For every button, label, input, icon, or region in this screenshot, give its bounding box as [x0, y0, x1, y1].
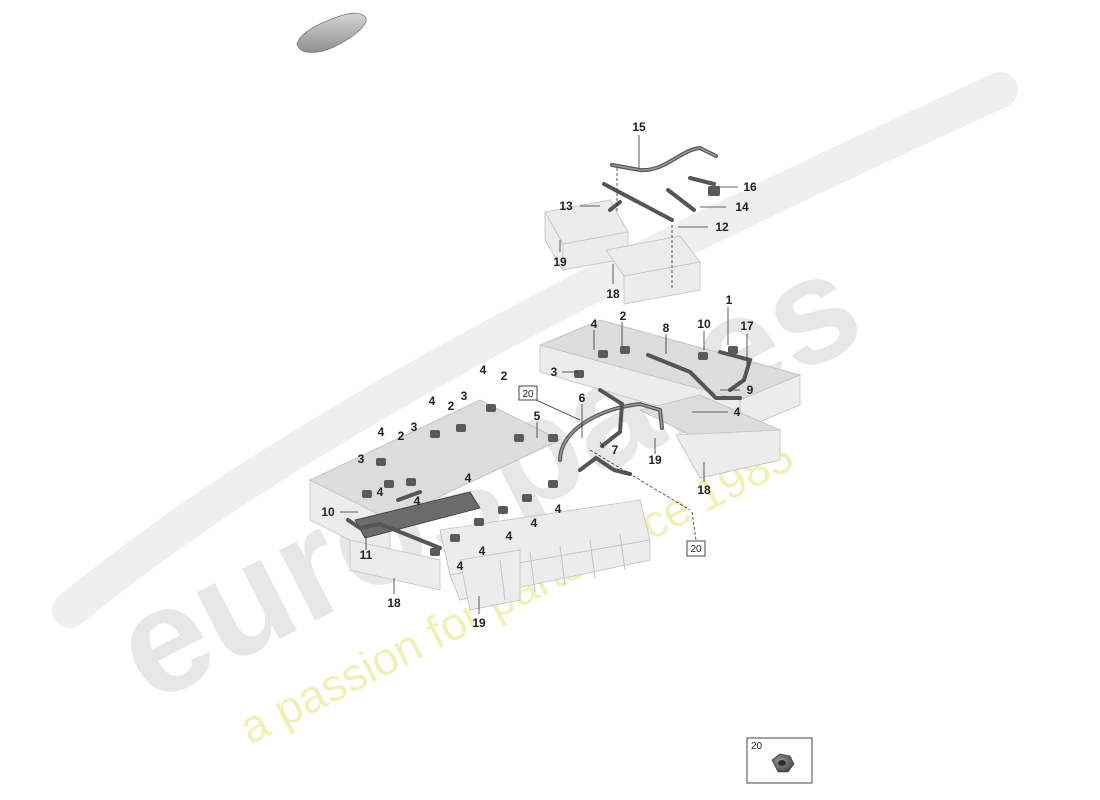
- callout-19: 19: [648, 453, 662, 467]
- callout-2: 2: [620, 309, 627, 323]
- detail-box-20: 20: [746, 737, 813, 784]
- boxed-callout-20: 20: [690, 544, 702, 555]
- callout-3: 3: [461, 389, 468, 403]
- callout-4: 4: [377, 485, 384, 499]
- callout-18: 18: [606, 287, 620, 301]
- callout-19: 19: [472, 616, 486, 630]
- callout-4: 4: [480, 363, 487, 377]
- callout-2: 2: [398, 429, 405, 443]
- callout-18: 18: [697, 483, 711, 497]
- callout-4: 4: [414, 494, 421, 508]
- callout-4: 4: [734, 405, 741, 419]
- callout-8: 8: [663, 321, 670, 335]
- callout-9: 9: [747, 383, 754, 397]
- callout-4: 4: [429, 394, 436, 408]
- vehicle-silhouette-icon: [296, 12, 367, 53]
- callout-7: 7: [612, 443, 619, 457]
- callout-17: 17: [740, 319, 754, 333]
- callout-11: 11: [360, 548, 373, 562]
- callout-14: 14: [735, 200, 749, 214]
- detail-box-label: 20: [751, 741, 763, 752]
- callout-3: 3: [551, 365, 558, 379]
- callout-4: 4: [555, 502, 562, 516]
- callout-4: 4: [591, 317, 598, 331]
- callout-3: 3: [358, 452, 365, 466]
- leader-lines: [340, 135, 748, 614]
- callout-10: 10: [321, 505, 335, 519]
- callout-13: 13: [559, 199, 573, 213]
- callout-3: 3: [411, 420, 418, 434]
- battery-modules: [309, 199, 802, 611]
- boxed-callouts: 20 20: [518, 385, 706, 557]
- watermark-swoosh: [52, 72, 1018, 628]
- callout-2: 2: [448, 399, 455, 413]
- callout-4: 4: [378, 425, 385, 439]
- callout-1: 1: [726, 293, 733, 307]
- callout-4: 4: [465, 471, 472, 485]
- cables: [346, 145, 753, 556]
- callout-labels: 15 16 13 14 12 19 18 1 4 2 10 17 8 3 9 4…: [321, 120, 757, 630]
- callout-2: 2: [501, 369, 508, 383]
- nut-icon: [771, 753, 795, 773]
- callout-4: 4: [531, 516, 538, 530]
- callout-10: 10: [697, 317, 711, 331]
- callout-15: 15: [632, 120, 646, 134]
- callout-19: 19: [553, 255, 567, 269]
- callout-4: 4: [506, 529, 513, 543]
- callout-5: 5: [534, 409, 541, 423]
- boxed-callout-20: 20: [522, 389, 534, 400]
- callout-18: 18: [387, 596, 401, 610]
- callout-4: 4: [479, 544, 486, 558]
- callout-6: 6: [579, 391, 586, 405]
- callout-12: 12: [715, 220, 729, 234]
- boxed-callout-frame: [518, 385, 538, 401]
- callout-4: 4: [457, 559, 464, 573]
- callout-16: 16: [743, 180, 757, 194]
- boxed-callout-frame: [686, 540, 706, 557]
